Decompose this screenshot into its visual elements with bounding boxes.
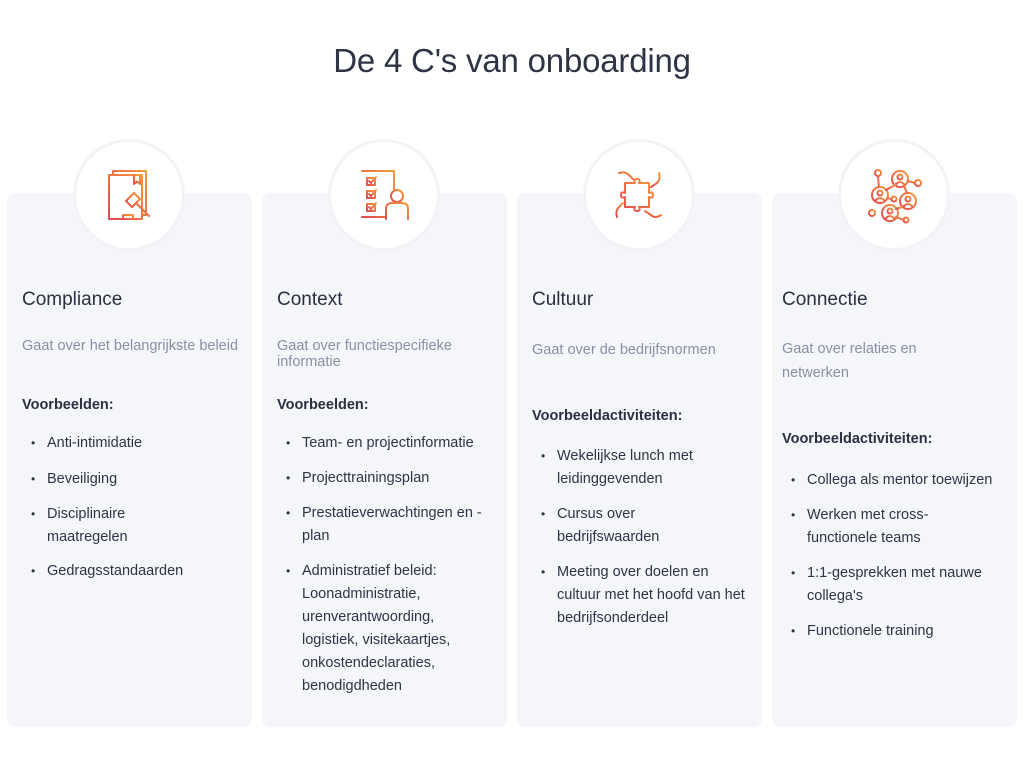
card-connectie: Connectie Gaat over relaties en netwerke…: [772, 193, 1017, 727]
list-item: Collega als mentor toewijzen: [782, 469, 1015, 492]
examples-label: Voorbeeldactiviteiten:: [532, 408, 683, 424]
examples-list: Wekelijkse lunch met leidinggevenden Cur…: [532, 445, 760, 630]
list-item: Functionele training: [782, 620, 1015, 643]
card-cultuur: Cultuur Gaat over de bedrijfsnormen Voor…: [517, 193, 762, 727]
examples-list: Collega als mentor toewijzen Werken met …: [782, 469, 1015, 643]
list-item: Wekelijkse lunch met leidinggevenden: [532, 445, 712, 491]
card-description: Gaat over de bedrijfsnormen: [532, 342, 716, 358]
page-title: De 4 C's van onboarding: [333, 42, 691, 79]
card-description: Gaat over functiespecifieke informatie: [277, 338, 452, 370]
list-item: Anti-intimidatie: [22, 432, 250, 455]
examples-list: Team- en projectinformatie Projecttraini…: [277, 432, 505, 698]
card-title: Context: [277, 289, 343, 310]
card-title: Connectie: [782, 289, 868, 310]
document-gavel-icon: [108, 170, 150, 220]
card-title: Compliance: [22, 289, 123, 310]
card-description: Gaat over relaties en netwerken: [782, 341, 917, 381]
icon-badge-context: [328, 139, 440, 251]
list-item: 1:1-gesprekken met nauwe collega's: [782, 562, 992, 608]
icon-badge-cultuur: [583, 139, 695, 251]
list-item: Team- en projectinformatie: [277, 432, 505, 455]
list-item: Cursus over bedrijfswaarden: [532, 503, 692, 549]
examples-label: Voorbeelden:: [22, 397, 114, 413]
icon-badge-connectie: [838, 139, 950, 251]
network-people-icon: [868, 169, 922, 224]
puzzle-hands-icon: [615, 170, 662, 220]
card-compliance: Compliance Gaat over het belangrijkste b…: [7, 193, 252, 727]
icon-badge-compliance: [73, 139, 185, 251]
list-item: Projecttrainingsplan: [277, 467, 505, 490]
list-item: Administratief beleid: Loonadministratie…: [277, 560, 487, 698]
checklist-person-icon: [361, 170, 409, 220]
examples-label: Voorbeelden:: [277, 397, 369, 413]
list-item: Beveiliging: [22, 468, 250, 491]
examples-list: Anti-intimidatie Beveiliging Disciplinai…: [22, 432, 250, 583]
list-item: Werken met cross-functionele teams: [782, 504, 962, 550]
card-context: Context Gaat over functiespecifieke info…: [262, 193, 507, 727]
list-item: Gedragsstandaarden: [22, 560, 250, 583]
list-item: Prestatieverwachtingen en -plan: [277, 502, 482, 548]
card-title: Cultuur: [532, 289, 594, 310]
card-description: Gaat over het belangrijkste beleid: [22, 338, 239, 354]
list-item: Disciplinaire maatregelen: [22, 503, 172, 549]
list-item: Meeting over doelen en cultuur met het h…: [532, 561, 747, 630]
examples-label: Voorbeeldactiviteiten:: [782, 431, 933, 447]
